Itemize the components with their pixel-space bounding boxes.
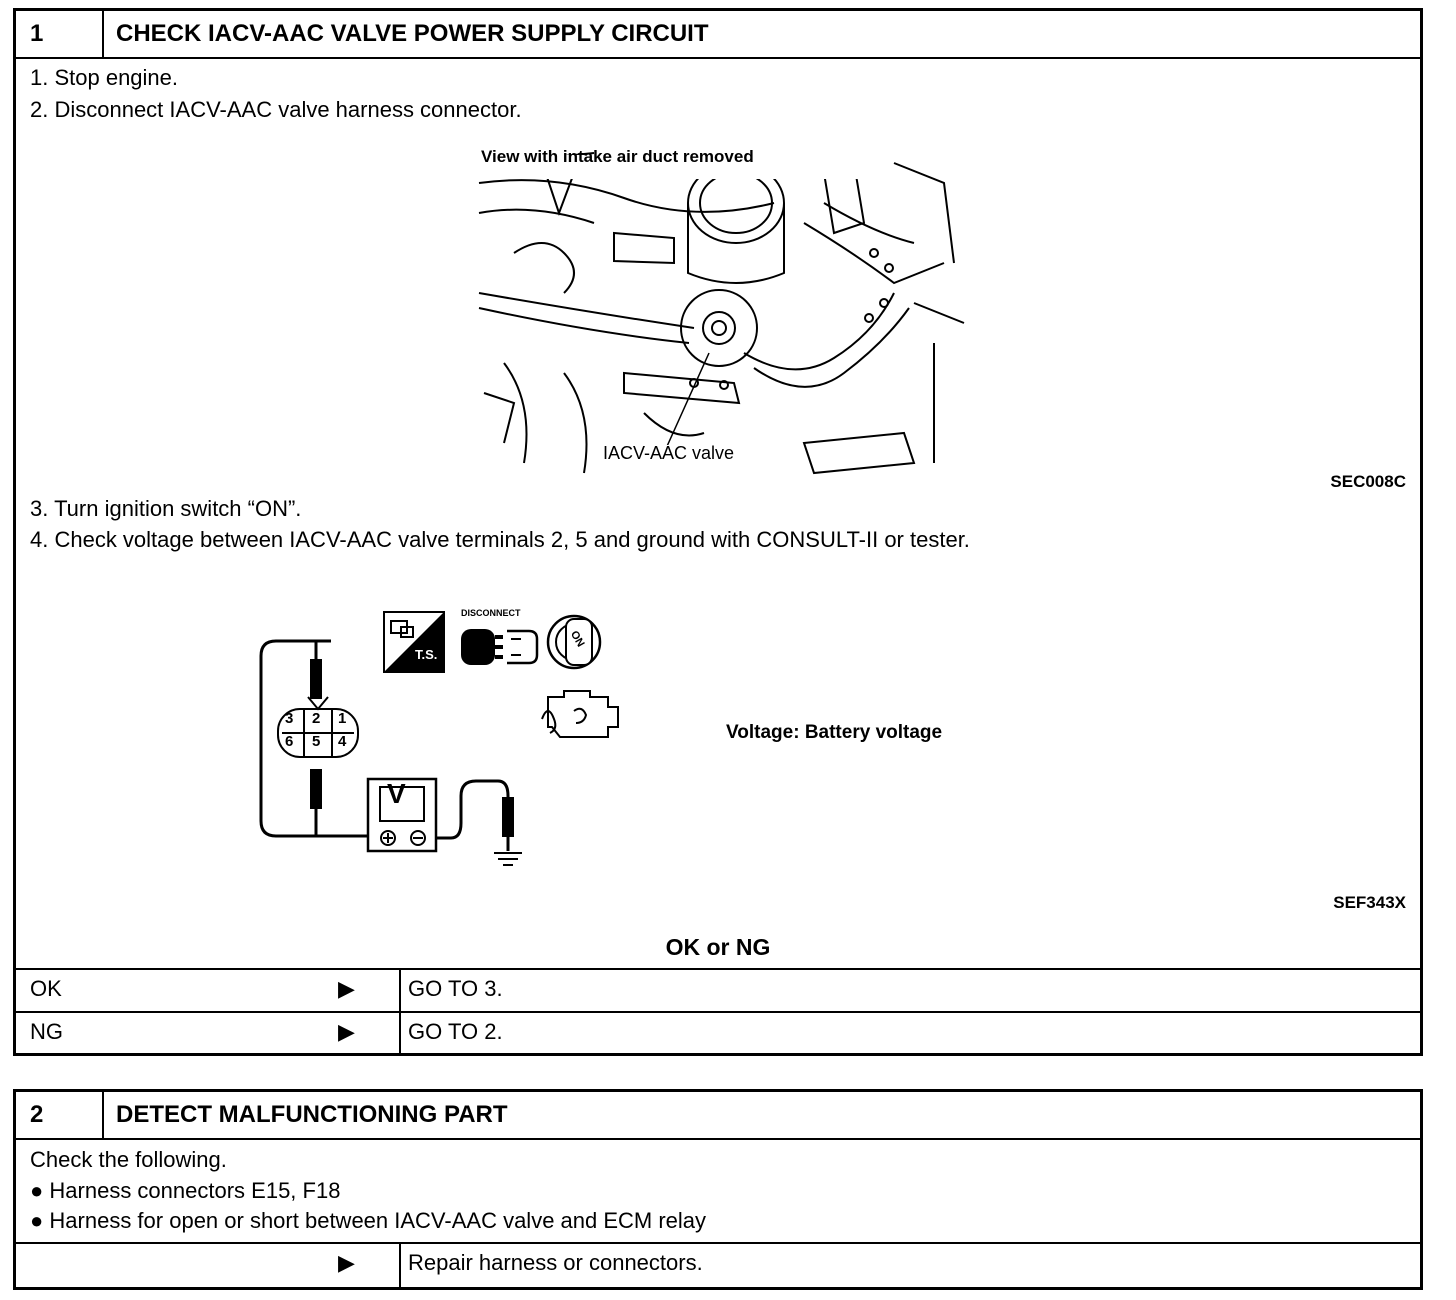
result-label: OK [30, 976, 62, 1001]
step-2-header: 2 DETECT MALFUNCTIONING PART [16, 1092, 1420, 1140]
result-action: GO TO 2. [408, 1019, 503, 1044]
disconnect-label: DISCONNECT [461, 608, 521, 618]
terminal-3: 3 [285, 710, 294, 727]
step-title: CHECK IACV-AAC VALVE POWER SUPPLY CIRCUI… [116, 20, 709, 47]
figure1-callout: IACV-AAC valve [603, 443, 735, 463]
voltage-test-diagram [259, 639, 522, 866]
result-label: NG [30, 1019, 63, 1044]
tester-icon [383, 611, 445, 673]
arrow-icon: ▶ [338, 976, 355, 1001]
step-1-block: 1 CHECK IACV-AAC VALVE POWER SUPPLY CIRC… [13, 8, 1423, 1056]
voltage-spec: Voltage: Battery voltage [726, 722, 943, 743]
terminal-1: 1 [338, 710, 347, 727]
ignition-on-icon [546, 614, 602, 670]
result-action: Repair harness or connectors. [408, 1250, 703, 1275]
disconnect-icon [461, 629, 539, 665]
figure1-caption: View with intake air duct removed [481, 147, 754, 166]
engine-illustration [478, 152, 965, 475]
terminal-5: 5 [312, 733, 321, 750]
arrow-icon: ▶ [338, 1250, 355, 1275]
result-heading: OK or NG [665, 934, 771, 960]
result-row-ng: NG ▶ GO TO 2. [16, 1011, 1420, 1055]
terminal-2: 2 [312, 710, 321, 727]
ts-label: T.S. [415, 647, 438, 662]
step-1-header: 1 CHECK IACV-AAC VALVE POWER SUPPLY CIRC… [16, 11, 1420, 59]
instruction-3: 3. Turn ignition switch “ON”. [30, 496, 302, 521]
result-action: GO TO 3. [408, 976, 503, 1001]
arrow-icon: ▶ [338, 1019, 355, 1044]
step-number: 1 [16, 11, 104, 57]
result-row-ok: OK ▶ GO TO 3. [16, 968, 1420, 1013]
check-intro: Check the following. [30, 1147, 227, 1172]
check-bullet-1: ● Harness connectors E15, F18 [30, 1178, 341, 1203]
check-bullet-2: ● Harness for open or short between IACV… [30, 1208, 707, 1233]
instruction-2: 2. Disconnect IACV-AAC valve harness con… [30, 97, 522, 122]
figure1-ref: SEC008C [1330, 472, 1406, 491]
step-title: DETECT MALFUNCTIONING PART [116, 1101, 508, 1128]
instruction-4: 4. Check voltage between IACV-AAC valve … [30, 527, 970, 552]
step-2-block: 2 DETECT MALFUNCTIONING PART Check the f… [13, 1089, 1423, 1290]
instruction-1: 1. Stop engine. [30, 65, 179, 90]
result-row: ▶ Repair harness or connectors. [16, 1242, 1420, 1289]
meter-label: V [387, 778, 406, 809]
terminal-6: 6 [285, 733, 294, 750]
step-number: 2 [16, 1092, 104, 1138]
engine-icon [541, 690, 619, 738]
figure2-ref: SEF343X [1333, 893, 1406, 912]
terminal-4: 4 [338, 733, 347, 750]
